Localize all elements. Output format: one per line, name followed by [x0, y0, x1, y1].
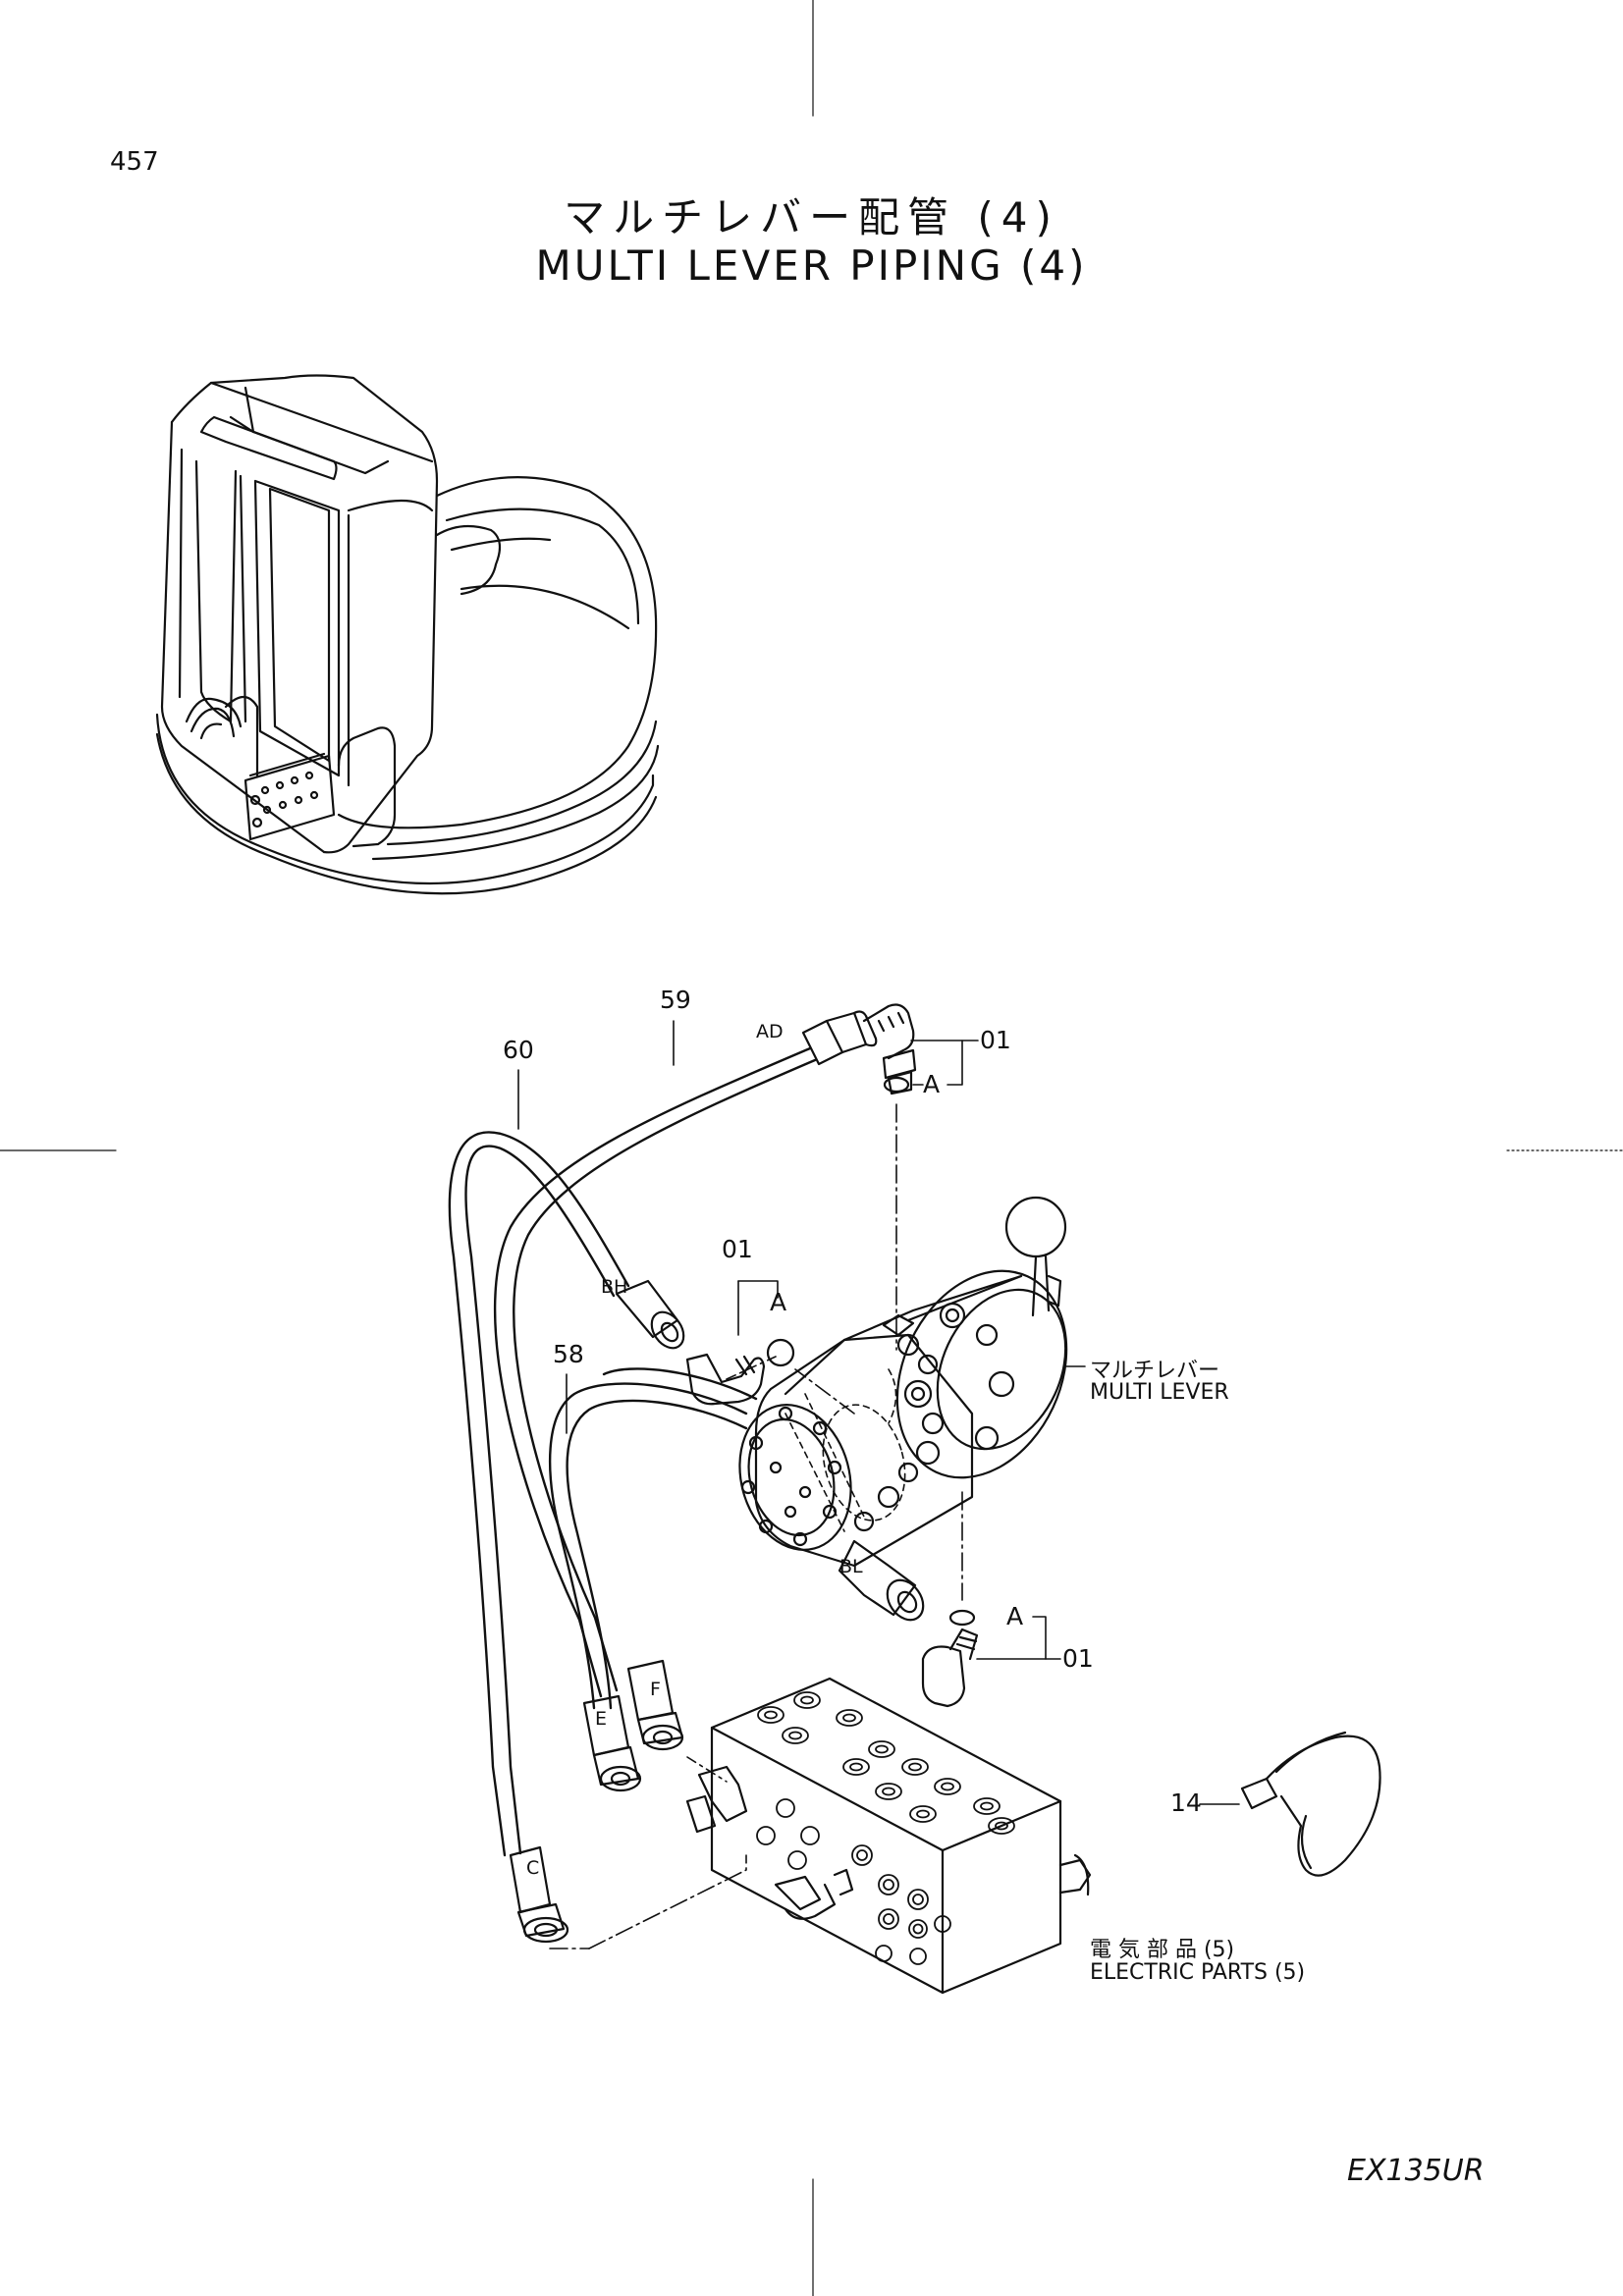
elbow-fitting-01-top	[862, 1003, 917, 1095]
label-a-top: A	[923, 1070, 941, 1098]
callout-58: 58	[553, 1340, 584, 1368]
port-label-bl: BL	[839, 1556, 863, 1577]
fitting-bh	[615, 1279, 685, 1350]
callout-14: 14	[1170, 1789, 1202, 1817]
elbow-fitting-01-mid	[685, 1353, 766, 1406]
control-valve-block	[685, 1677, 1092, 1995]
callout-59: 59	[660, 986, 691, 1014]
o-ring-a-bottom	[948, 1609, 976, 1627]
label-a-bottom: A	[1006, 1602, 1024, 1630]
page-title-jp: マルチレバー配管 (4)	[564, 193, 1059, 241]
callout-01-bottom: 01	[1062, 1644, 1094, 1673]
model-number: EX135UR	[1347, 2154, 1485, 2188]
leader-lines	[549, 1103, 963, 1949]
fitting-c	[509, 1845, 569, 1944]
page-number: 457	[110, 147, 159, 177]
hose-58	[549, 1367, 758, 1710]
cable-tie-14	[1240, 1731, 1381, 1877]
fitting-e	[582, 1694, 642, 1792]
port-label-c: C	[526, 1857, 540, 1879]
callout-01-mid: 01	[722, 1235, 753, 1263]
elbow-fitting-01-bottom	[921, 1628, 979, 1708]
callout-01-top: 01	[980, 1026, 1011, 1054]
port-label-bh: BH	[601, 1276, 628, 1298]
o-ring-a-top	[883, 1076, 910, 1094]
hose-59	[493, 1046, 817, 1698]
port-label-e: E	[595, 1708, 608, 1730]
label-multi-lever-en: MULTI LEVER	[1090, 1380, 1229, 1405]
page-title-en: MULTI LEVER PIPING (4)	[535, 241, 1088, 290]
o-ring-a-mid	[766, 1338, 795, 1367]
multi-lever-valve	[738, 1196, 1068, 1568]
fitting-ad	[801, 1010, 878, 1066]
label-a-mid: A	[770, 1288, 787, 1316]
callout-60: 60	[503, 1036, 534, 1064]
callout-leaders	[517, 1020, 1240, 1805]
label-electric-parts-en: ELECTRIC PARTS (5)	[1090, 1960, 1306, 1985]
port-label-f: F	[650, 1679, 661, 1700]
hose-60	[448, 1131, 630, 1857]
machine-overview	[155, 374, 660, 895]
label-electric-parts-jp: 電 気 部 品 (5)	[1090, 1938, 1235, 1962]
port-label-ad: AD	[756, 1021, 784, 1042]
fitting-bl	[838, 1539, 925, 1622]
fitting-f	[626, 1659, 684, 1751]
label-multi-lever-jp: マルチレバー	[1090, 1359, 1220, 1383]
